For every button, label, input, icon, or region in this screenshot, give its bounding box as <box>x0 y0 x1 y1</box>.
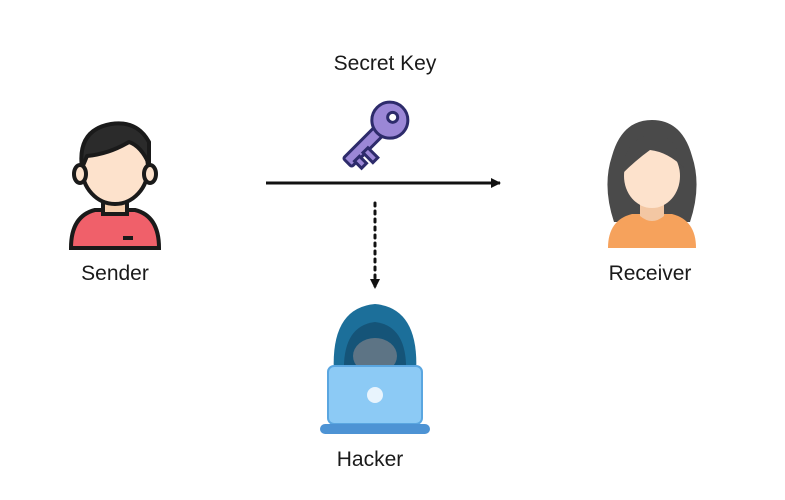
hacker-label: Hacker <box>336 448 404 471</box>
receiver-label: Receiver <box>608 262 692 285</box>
sender-avatar-icon <box>65 116 165 257</box>
secret-key-label: Secret Key <box>333 52 437 75</box>
sender-label: Sender <box>81 262 149 285</box>
receiver-avatar-icon <box>604 116 700 257</box>
hacker-icon <box>320 300 430 445</box>
key-icon <box>330 90 420 185</box>
